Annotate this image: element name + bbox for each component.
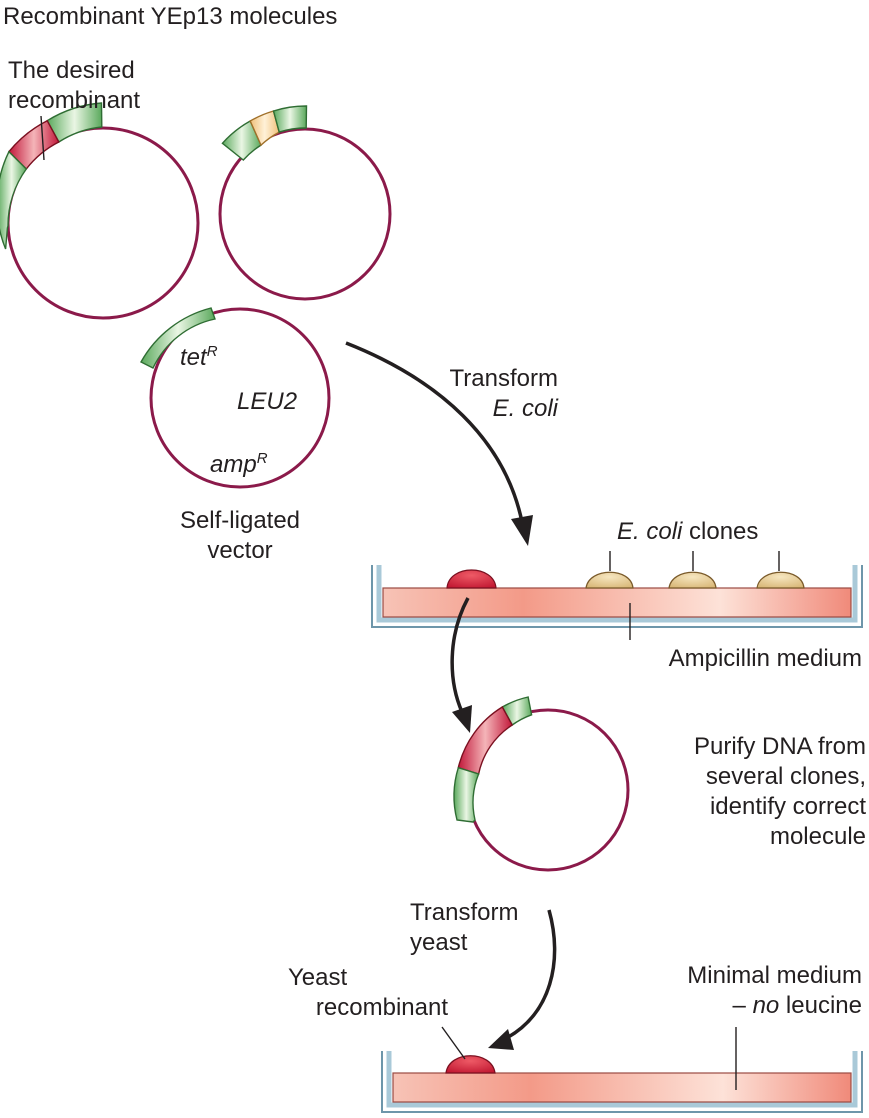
tet-segment	[140, 307, 216, 369]
tet-segment-bottom	[453, 766, 480, 823]
yeast-leader	[441, 1026, 466, 1060]
yeast-recombinant-label: Yeast recombinant	[288, 964, 448, 1021]
figure-title: Recombinant YEp13 molecules	[3, 3, 338, 30]
desired-recombinant-leader	[40, 115, 45, 161]
colony-red	[446, 569, 497, 589]
insert-segment	[7, 119, 60, 171]
arrow-transform-ecoli	[345, 341, 533, 546]
plasmid-desired-recombinant	[0, 102, 200, 320]
tet-r-label: tetR	[180, 343, 218, 371]
tet-segment-right	[272, 105, 308, 133]
tet-segment-bottom	[0, 150, 28, 250]
tet-segment-top	[46, 102, 103, 143]
arrow-transform-yeast	[488, 909, 557, 1050]
colony-ecoli-2	[668, 571, 717, 589]
transform-ecoli-label: Transform E. coli	[449, 365, 558, 422]
minimal-medium-label: Minimal medium – no leucine	[687, 962, 862, 1019]
self-ligated-vector-label: Self-ligated vector	[179, 507, 301, 564]
leu2-label: LEU2	[237, 388, 298, 415]
colony-yeast-recombinant	[445, 1055, 496, 1074]
arrow-pick-clone	[450, 597, 472, 733]
ecoli-clones-label: E. coli clones	[617, 518, 759, 545]
purify-dna-label: Purify DNA from several clones, identify…	[693, 733, 866, 850]
petri-dish-minimal	[381, 1026, 863, 1113]
transform-yeast-label: Transform yeast	[410, 899, 519, 956]
plasmid-purified-recombinant	[453, 696, 630, 872]
plasmid-self-ligated-vector	[140, 307, 331, 489]
plasmid-other-recombinant	[218, 105, 392, 301]
colony-ecoli-1	[585, 571, 634, 589]
minimal-medium-agar	[392, 1072, 852, 1103]
ampicillin-medium-label: Ampicillin medium	[668, 645, 862, 672]
desired-recombinant-label: The desired recombinant	[8, 57, 141, 114]
petri-dish-ampicillin	[371, 551, 863, 640]
tet-segment-top	[501, 696, 533, 727]
ampicillin-medium-agar	[382, 587, 852, 618]
colony-ecoli-3	[756, 571, 805, 589]
insert-segment	[457, 706, 514, 775]
amp-r-label: ampR	[210, 450, 268, 478]
